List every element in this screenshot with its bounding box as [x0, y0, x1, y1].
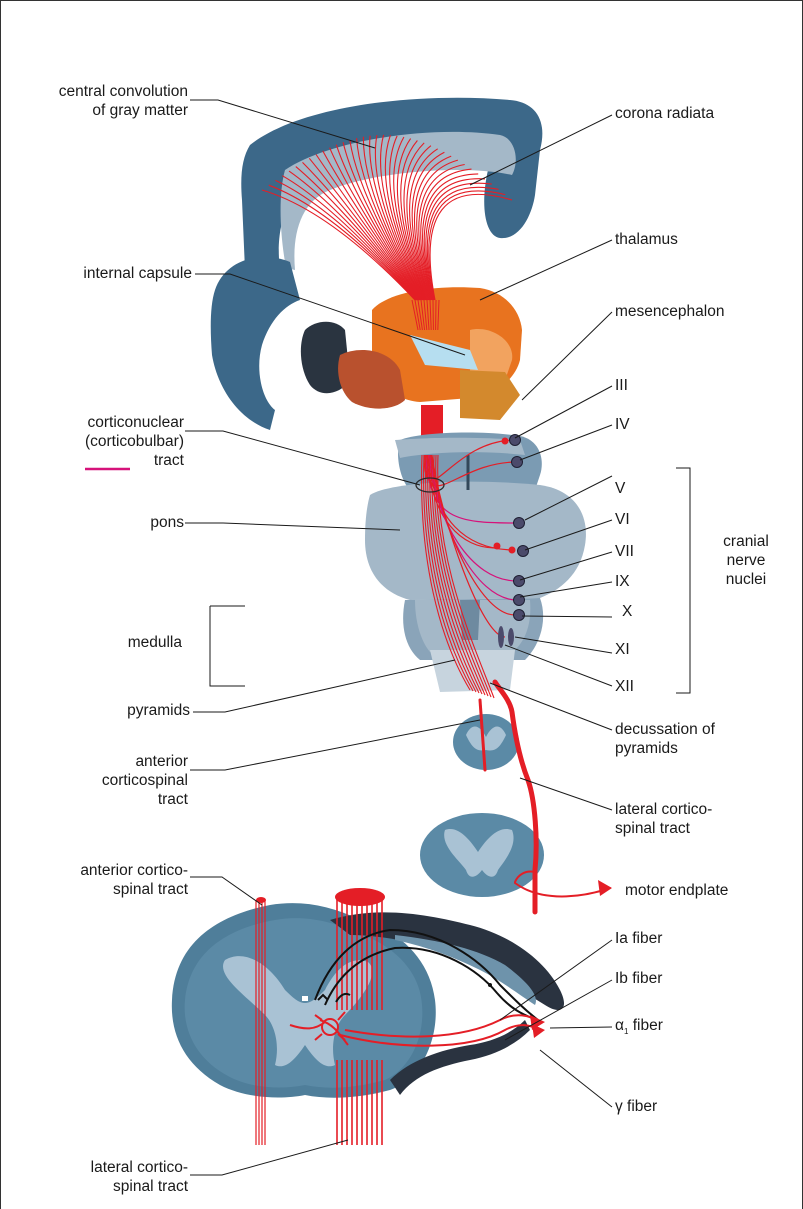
cranial-nucleus	[514, 518, 525, 529]
label-cranial-line3: nuclei	[698, 570, 794, 589]
label-central-convolution-line2: of gray matter	[20, 101, 188, 120]
gamma-fiber-arrow	[532, 1024, 545, 1038]
spinal-cord-upper-section	[453, 714, 519, 770]
cranial-nucleus	[514, 610, 525, 621]
synapse-terminal	[502, 438, 509, 445]
label-anterior-cst-lower-line2: spinal tract	[20, 880, 188, 899]
cranial-nerve-label-III: III	[615, 376, 628, 395]
corona-fiber	[424, 179, 485, 300]
spinal-cord-middle-section	[420, 813, 544, 897]
synapse-terminal	[494, 543, 501, 550]
label-central-convolution-line1: central convolution	[20, 82, 188, 101]
cranial-nerve-label-V: V	[615, 479, 625, 498]
synapse-terminal	[509, 547, 516, 554]
alpha-fiber-text: fiber	[628, 1017, 662, 1034]
label-corticonuclear-line2: (corticobulbar)	[20, 432, 184, 451]
cranial-nerve-label-IV: IV	[615, 415, 630, 434]
label-pons: pons	[20, 513, 184, 532]
cranial-nerve-label-XI: XI	[615, 640, 630, 659]
corona-fiber	[426, 183, 492, 300]
label-anterior-cst-line1: anterior	[20, 752, 188, 771]
label-motor-endplate: motor endplate	[625, 881, 728, 900]
label-cranial-nerve-nuclei: cranial nerve nuclei	[698, 532, 794, 589]
label-mesencephalon: mesencephalon	[615, 302, 724, 321]
label-ia-fiber: Ia fiber	[615, 929, 662, 948]
cranial-nerve-label-VI: VI	[615, 510, 630, 529]
label-corticonuclear-line3: tract	[20, 451, 184, 470]
label-lateral-corticospinal-lower: lateral cortico- spinal tract	[20, 1158, 188, 1196]
alpha-symbol: α	[615, 1017, 624, 1034]
label-thalamus: thalamus	[615, 230, 678, 249]
label-cranial-line1: cranial	[698, 532, 794, 551]
cranial-nucleus	[514, 576, 525, 587]
label-lateral-cst-upper-line1: lateral cortico-	[615, 800, 712, 819]
label-decussation-line2: pyramids	[615, 739, 715, 758]
label-cranial-line2: nerve	[698, 551, 794, 570]
cranial-nucleus-XI	[498, 626, 504, 648]
label-lateral-cst-lower-line2: spinal tract	[20, 1177, 188, 1196]
cranial-nucleus	[518, 546, 529, 557]
cranial-nerve-label-XII: XII	[615, 677, 634, 696]
label-lateral-corticospinal-upper: lateral cortico- spinal tract	[615, 800, 712, 838]
label-alpha-fiber: α1 fiber	[615, 1016, 663, 1041]
label-anterior-cst-line2: corticospinal	[20, 771, 188, 790]
label-anterior-cst-line3: tract	[20, 790, 188, 809]
label-central-convolution: central convolution of gray matter	[20, 82, 188, 120]
ia-spindle-dot	[488, 983, 492, 987]
label-medulla: medulla	[20, 633, 182, 652]
label-internal-capsule: internal capsule	[20, 264, 192, 283]
brainstem	[365, 433, 586, 692]
label-lateral-cst-upper-line2: spinal tract	[615, 819, 712, 838]
label-pyramids: pyramids	[20, 701, 190, 720]
label-anterior-cst-lower-line1: anterior cortico-	[20, 861, 188, 880]
label-lateral-cst-lower-line1: lateral cortico-	[20, 1158, 188, 1177]
cranial-nucleus	[512, 457, 523, 468]
cranial-nerve-label-VII: VII	[615, 542, 634, 561]
label-ib-fiber: Ib fiber	[615, 969, 662, 988]
label-decussation-of-pyramids: decussation of pyramids	[615, 720, 715, 758]
label-corticonuclear-line1: corticonuclear	[20, 413, 184, 432]
label-decussation-line1: decussation of	[615, 720, 715, 739]
cranial-nucleus-XII	[508, 628, 514, 646]
label-anterior-corticospinal-upper: anterior corticospinal tract	[20, 752, 188, 809]
label-gamma-fiber: γ fiber	[615, 1097, 657, 1116]
label-anterior-corticospinal-lower: anterior cortico- spinal tract	[20, 861, 188, 899]
label-corticonuclear-tract: corticonuclear (corticobulbar) tract	[20, 413, 184, 470]
cranial-nerve-label-X: X	[622, 602, 632, 621]
cranial-nerve-label-IX: IX	[615, 572, 630, 591]
label-corona-radiata: corona radiata	[615, 104, 714, 123]
